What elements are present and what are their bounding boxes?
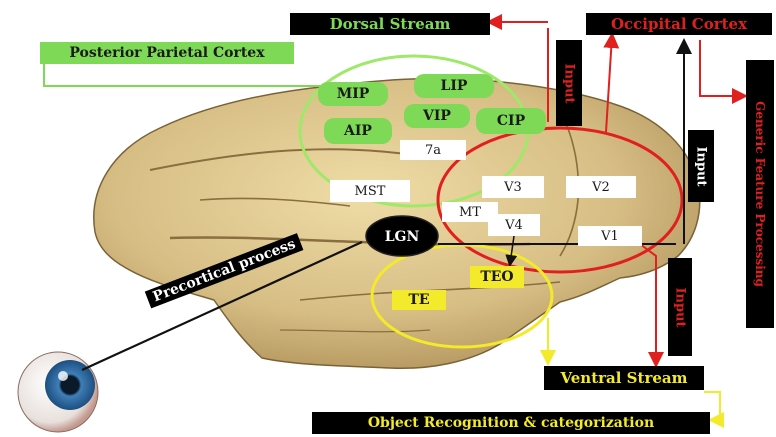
region-7a: 7a xyxy=(400,140,466,160)
region-v3: V3 xyxy=(482,176,544,198)
ppc-connector xyxy=(44,62,330,86)
region-cip: CIP xyxy=(476,108,546,134)
posterior-parietal-cortex-label: Posterior Parietal Cortex xyxy=(40,42,294,64)
region-v2: V2 xyxy=(566,176,636,198)
region-v4: V4 xyxy=(488,214,540,236)
ventral-stream-label: Ventral Stream xyxy=(544,366,704,390)
region-aip: AIP xyxy=(324,118,392,144)
region-te: TE xyxy=(392,290,446,310)
input-top-label: Input xyxy=(556,40,582,126)
dorsal-stream-label: Dorsal Stream xyxy=(290,13,490,35)
eye-icon xyxy=(18,352,98,432)
region-lgn: LGN xyxy=(372,227,432,247)
region-teo: TEO xyxy=(470,266,524,288)
region-mip: MIP xyxy=(318,82,388,106)
region-vip: VIP xyxy=(404,104,470,128)
region-mst: MST xyxy=(330,180,410,202)
generic-feature-label: Generic Feature Processing xyxy=(746,60,774,328)
occipital-cortex-label: Occipital Cortex xyxy=(586,13,772,35)
region-lip: LIP xyxy=(414,74,494,98)
input-bottom-label: Input xyxy=(668,258,692,356)
input-right-label: Input xyxy=(688,130,714,202)
region-v1: V1 xyxy=(578,226,642,246)
object-recognition-label: Object Recognition & categorization xyxy=(312,412,710,434)
generic-feature-arrow xyxy=(700,40,744,96)
